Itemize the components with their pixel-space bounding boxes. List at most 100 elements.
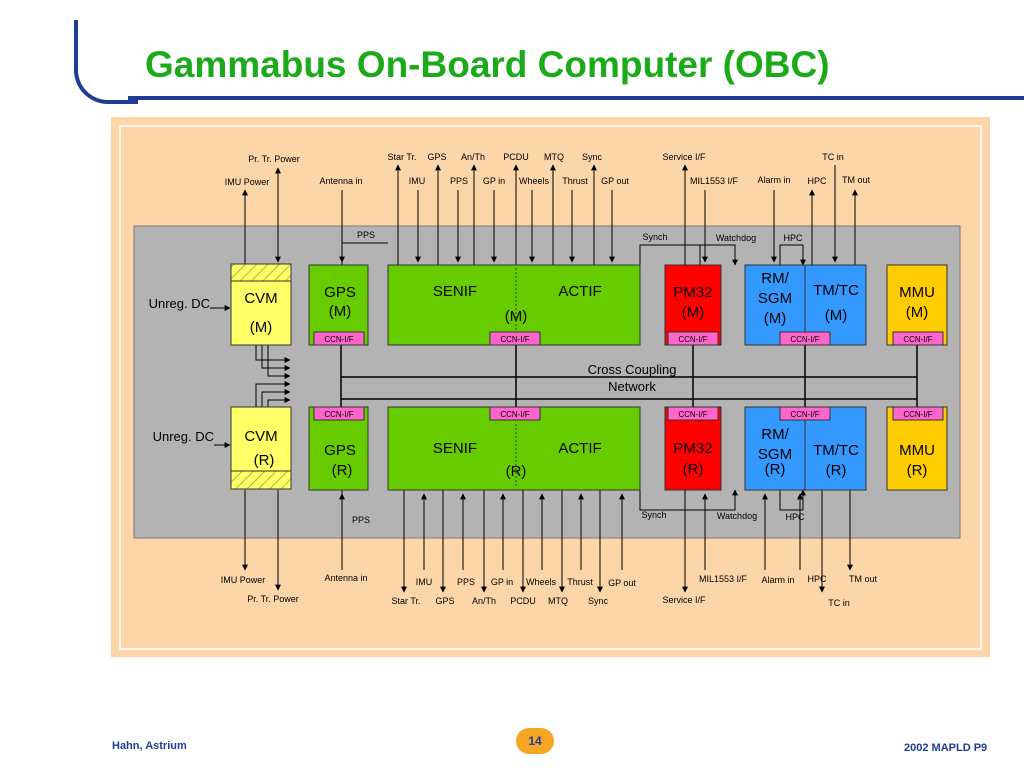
- signal-label: Wheels: [526, 577, 557, 587]
- rmsgm-m-label: RM/: [761, 270, 789, 287]
- signal-label: PPS: [357, 230, 375, 240]
- top-internal-lines: [341, 242, 806, 266]
- cvm-r-label: CVM: [244, 428, 277, 445]
- senif-m-label: SENIF: [433, 283, 477, 300]
- senif-r-label: SENIF: [433, 440, 477, 457]
- ccn-label: CCN-I/F: [790, 335, 819, 344]
- signal-label: PPS: [457, 577, 475, 587]
- rmsgm-r-label: SGM: [758, 446, 792, 463]
- title-underline-decoration: [128, 96, 1024, 100]
- senif-actif-r-module: [387, 406, 641, 491]
- signal-label: MTQ: [544, 152, 564, 162]
- mmu-r-label: (R): [907, 462, 928, 479]
- tmtc-r-label: TM/TC: [813, 442, 859, 459]
- signal-label: IMU: [416, 577, 433, 587]
- cvm-r-label: (R): [254, 452, 275, 469]
- signal-label: HPC: [807, 176, 827, 186]
- ccn-label: CCN-I/F: [790, 410, 819, 419]
- unreg-dc-r-label: Unreg. DC: [153, 429, 214, 444]
- signal-label: Service I/F: [662, 595, 706, 605]
- senif-actif-r-tag: (R): [506, 463, 527, 480]
- signal-label: PPS: [352, 515, 370, 525]
- pm32-m-label: (M): [682, 304, 705, 321]
- pm32-r-label: PM32: [673, 440, 712, 457]
- signal-label: Star Tr.: [391, 596, 420, 606]
- signal-label: Sync: [588, 596, 609, 606]
- tmtc-m-label: (M): [825, 307, 848, 324]
- signal-label: PPS: [450, 176, 468, 186]
- signal-label: An/Th: [461, 152, 485, 162]
- signal-label: Wheels: [519, 176, 550, 186]
- footer-author: Hahn, Astrium: [112, 740, 187, 752]
- ccn-if-main-row: [313, 331, 944, 346]
- signal-label: TC in: [822, 152, 844, 162]
- network-label: Network: [608, 379, 656, 394]
- signal-label: GP out: [608, 578, 636, 588]
- signal-label: TM out: [842, 175, 871, 185]
- signal-label: Thrust: [562, 176, 588, 186]
- network-label: Cross Coupling: [588, 362, 677, 377]
- unreg-dc-m-label: Unreg. DC: [149, 296, 210, 311]
- signal-label: Pr. Tr. Power: [247, 594, 299, 604]
- cvm-r-hatch: [230, 470, 292, 490]
- actif-m-label: ACTIF: [558, 283, 601, 300]
- signal-label: GP in: [483, 176, 505, 186]
- rmsgm-m-label: SGM: [758, 290, 792, 307]
- senif-actif-m-tag: (M): [505, 308, 528, 325]
- signal-label: GP out: [601, 176, 629, 186]
- ccn-label: CCN-I/F: [500, 335, 529, 344]
- ccn-label: CCN-I/F: [903, 410, 932, 419]
- signal-label: MIL1553 I/F: [690, 176, 739, 186]
- signal-label: HPC: [785, 512, 805, 522]
- outer-frame: [119, 125, 982, 650]
- signal-label: Alarm in: [761, 575, 794, 585]
- signal-label: Watchdog: [717, 511, 757, 521]
- signal-label: Antenna in: [319, 176, 362, 186]
- signal-label: Watchdog: [716, 233, 756, 243]
- cross-coupling-lines: [340, 345, 918, 407]
- signal-label: Antenna in: [324, 573, 367, 583]
- bottom-signal-arrows: [242, 490, 853, 593]
- rmsgm-r-label: (R): [765, 461, 786, 478]
- title-bracket-decoration: [74, 20, 138, 104]
- gps-m-label: GPS: [324, 284, 356, 301]
- page-number-badge: 14: [516, 728, 554, 754]
- ccn-label: CCN-I/F: [324, 410, 353, 419]
- top-input-arrows: [275, 165, 838, 263]
- cvm-m-label: (M): [250, 319, 273, 336]
- gps-r-label: (R): [332, 462, 353, 479]
- ccn-label: CCN-I/F: [500, 410, 529, 419]
- cvm-power-arrows: [255, 345, 291, 407]
- signal-label: Synch: [641, 510, 666, 520]
- signal-label: MTQ: [548, 596, 568, 606]
- ccn-label: CCN-I/F: [678, 335, 707, 344]
- tmtc-m-label: TM/TC: [813, 282, 859, 299]
- ccn-if-redundant-row: [313, 406, 944, 421]
- signal-label: GP in: [491, 577, 513, 587]
- mmu-m-label: MMU: [899, 284, 935, 301]
- ccn-label: CCN-I/F: [324, 335, 353, 344]
- tmtc-r-label: (R): [826, 462, 847, 479]
- rmsgm-m-label: (M): [764, 310, 787, 327]
- mmu-r-label: MMU: [899, 442, 935, 459]
- signal-label: GPS: [435, 596, 454, 606]
- signal-label: TM out: [849, 574, 878, 584]
- signal-label: IMU Power: [225, 177, 270, 187]
- rmsgm-r-label: RM/: [761, 426, 789, 443]
- pm32-r-module: [664, 406, 722, 491]
- signal-label: HPC: [783, 233, 803, 243]
- mmu-m-label: (M): [906, 304, 929, 321]
- signal-label: Thrust: [567, 577, 593, 587]
- ccn-label: CCN-I/F: [903, 335, 932, 344]
- footer-conference: 2002 MAPLD P9: [904, 742, 988, 754]
- signal-label: HPC: [807, 574, 827, 584]
- cvm-m-label: CVM: [244, 290, 277, 307]
- signal-label: IMU Power: [221, 575, 266, 585]
- signal-label: Star Tr.: [387, 152, 416, 162]
- gps-r-label: GPS: [324, 442, 356, 459]
- signal-label: Alarm in: [757, 175, 790, 185]
- ccn-label: CCN-I/F: [678, 410, 707, 419]
- signal-label: Pr. Tr. Power: [248, 154, 300, 164]
- actif-r-label: ACTIF: [558, 440, 601, 457]
